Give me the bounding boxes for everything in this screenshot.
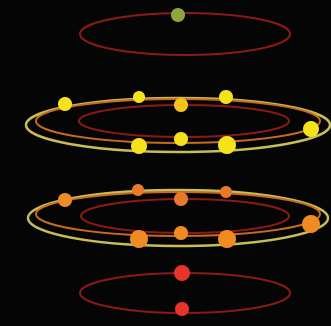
dot-yellow [219,90,233,104]
dot-yellow [174,98,188,112]
dot-red [174,265,190,281]
dot-yellow [303,121,319,137]
dot-orange [174,192,188,206]
dot-orange [174,226,188,240]
dot-orange [58,193,72,207]
dot-orange [132,184,144,196]
dot-yellow [174,132,188,146]
dot-orange [218,230,236,248]
top-dot [171,8,185,22]
dot-yellow [58,97,72,111]
dot-red [175,302,189,316]
dot-yellow [131,138,147,154]
dot-yellow [133,91,145,103]
dot-yellow [218,136,236,154]
dot-orange [220,186,232,198]
dot-orange [302,215,320,233]
dot-orange [130,230,148,248]
